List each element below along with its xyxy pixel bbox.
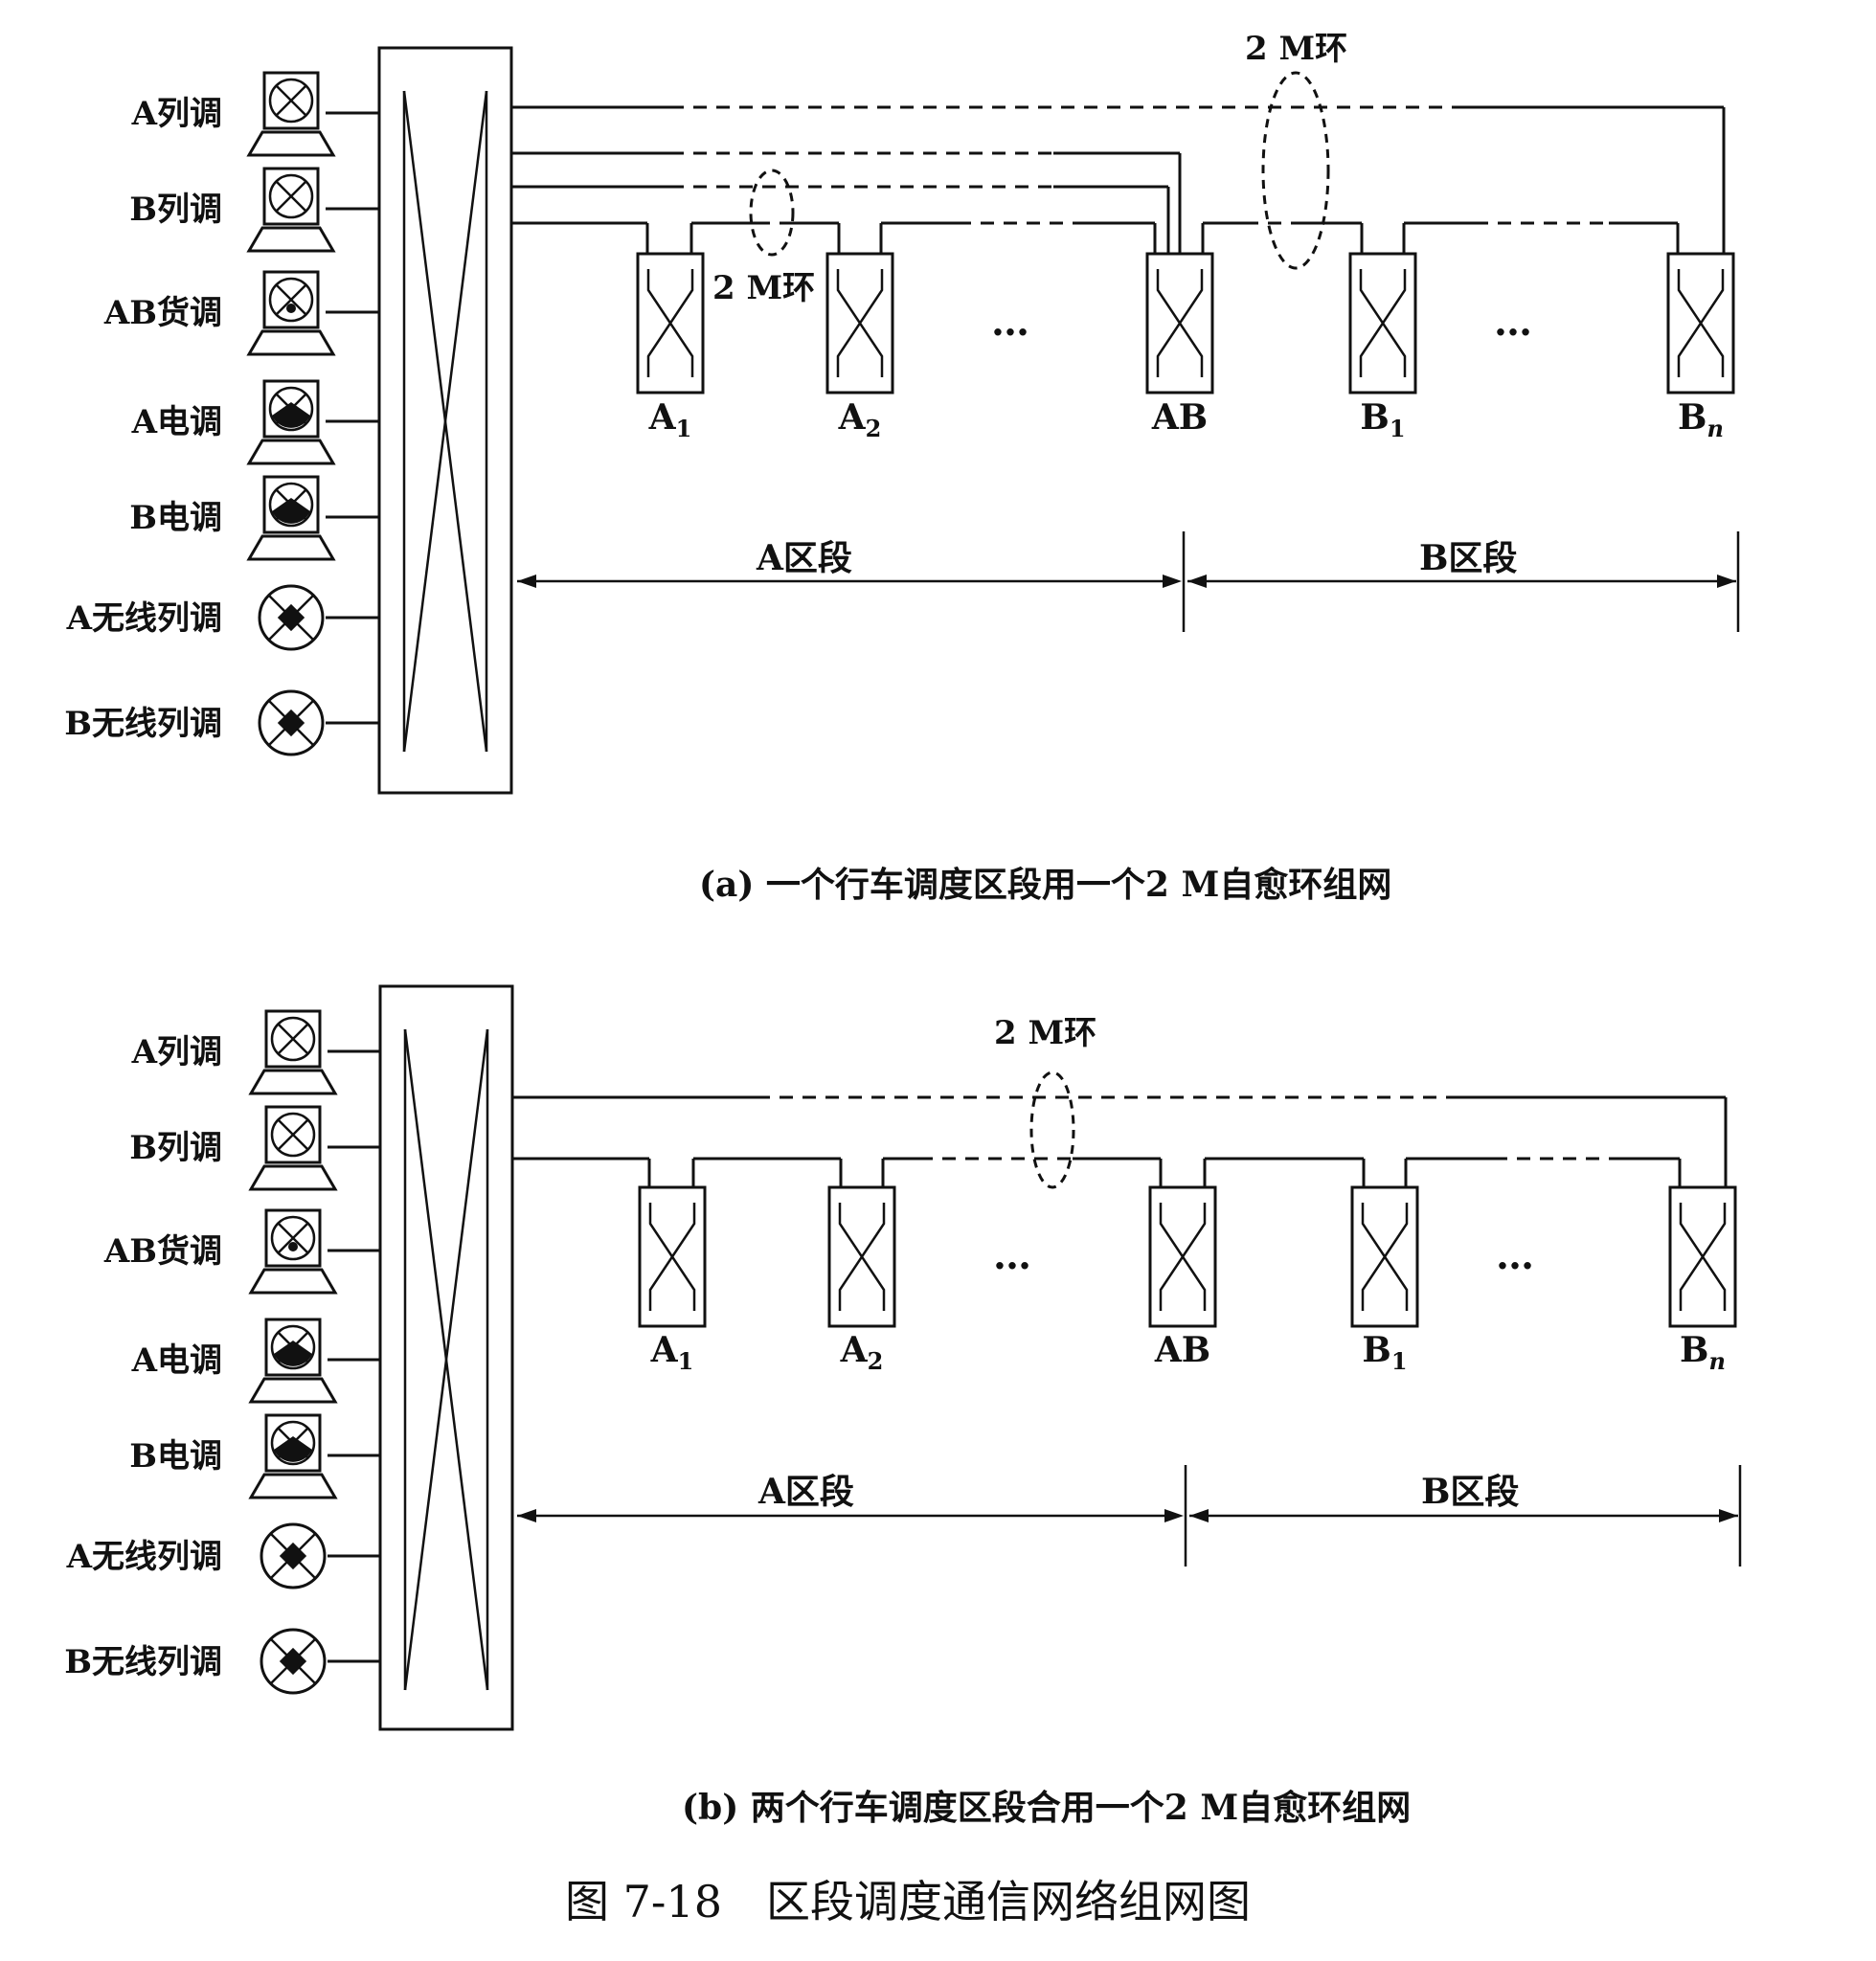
network-node-a2: A2 bbox=[825, 252, 894, 442]
node-label: AB bbox=[1154, 1330, 1210, 1370]
diagram-b: 2 M环 A区段 B区段 (b) 两个行车调度区段合用一个2 M自愈环组网 bbox=[378, 984, 1742, 1828]
segment-label-b-section: B区段 bbox=[1419, 538, 1517, 578]
terminal-1: A列调 bbox=[131, 1009, 380, 1095]
diagram-a-repeated: A列调 B列调 AB货调 A电调 B电调 A无线列调 B无线列调 A1 A2 AB B1 Bn … … bbox=[64, 71, 1735, 756]
computer-terminal-icon bbox=[246, 167, 336, 253]
ellipsis-dots: … bbox=[1494, 300, 1532, 345]
ring-label-large-a: 2 M环 bbox=[1245, 30, 1347, 68]
computer-terminal-filled-icon bbox=[248, 1318, 338, 1404]
network-node-a2: A2 bbox=[827, 1185, 896, 1375]
terminal-label: A电调 bbox=[131, 403, 222, 441]
ring-marker-small-a bbox=[749, 169, 795, 257]
dispatch-switch-b bbox=[378, 984, 514, 1731]
segment-label-a-section: A区段 bbox=[757, 1472, 854, 1512]
terminal-label: B无线列调 bbox=[64, 1643, 222, 1681]
terminal-3: AB货调 bbox=[103, 1208, 380, 1295]
terminal-3: AB货调 bbox=[103, 270, 379, 356]
terminal-label: A电调 bbox=[131, 1341, 222, 1380]
figure-title: 图 7-18 区段调度通信网络组网图 bbox=[565, 1876, 1251, 1927]
radio-wheel-icon bbox=[260, 1628, 327, 1695]
network-node-b1: B1 bbox=[1348, 252, 1417, 442]
network-node-bn: Bn bbox=[1666, 252, 1735, 442]
terminal-label: B无线列调 bbox=[64, 705, 222, 743]
terminal-4: A电调 bbox=[131, 1318, 380, 1404]
terminal-label: AB货调 bbox=[103, 294, 222, 332]
ring-lines-a bbox=[511, 105, 1726, 254]
terminal-label: AB货调 bbox=[103, 1232, 222, 1271]
terminal-5: B电调 bbox=[129, 475, 379, 561]
ring-label-b: 2 M环 bbox=[994, 1014, 1096, 1052]
terminal-label: B电调 bbox=[129, 499, 222, 537]
caption-b: (b) 两个行车调度区段合用一个2 M自愈环组网 bbox=[682, 1788, 1411, 1828]
ellipsis-dots: … bbox=[1496, 1233, 1534, 1278]
terminal-4: A电调 bbox=[131, 379, 379, 465]
terminal-2: B列调 bbox=[129, 1105, 380, 1191]
ring-lines-b bbox=[512, 1095, 1728, 1187]
network-node-a1: A1 bbox=[638, 1185, 707, 1375]
terminal-7: B无线列调 bbox=[64, 689, 379, 756]
computer-terminal-filled-icon bbox=[246, 475, 336, 561]
computer-terminal-icon bbox=[248, 1105, 338, 1191]
terminal-6: A无线列调 bbox=[66, 1522, 380, 1589]
diagram-a: 2 M环 2 M环 A区段 B区段 (a) 一个行车调度区段用一个2 M自愈环组… bbox=[377, 30, 1740, 905]
terminal-label: A列调 bbox=[131, 1033, 222, 1071]
node-label: A1 bbox=[650, 1330, 694, 1375]
terminal-label: B列调 bbox=[129, 191, 222, 229]
ring-marker-b bbox=[1029, 1071, 1075, 1189]
node-label: A2 bbox=[840, 1330, 884, 1375]
terminal-label: B电调 bbox=[129, 1437, 222, 1476]
section-dimensions-b bbox=[517, 1465, 1742, 1567]
network-node-ab: AB bbox=[1145, 252, 1214, 438]
terminal-6: A无线列调 bbox=[66, 584, 379, 651]
caption-a: (a) 一个行车调度区段用一个2 M自愈环组网 bbox=[699, 865, 1391, 905]
terminal-label: A无线列调 bbox=[66, 1538, 222, 1576]
section-dimensions-a bbox=[517, 531, 1740, 632]
radio-wheel-icon bbox=[260, 1522, 327, 1589]
terminal-7: B无线列调 bbox=[64, 1628, 380, 1695]
terminal-2: B列调 bbox=[129, 167, 379, 253]
node-label: A2 bbox=[838, 397, 882, 442]
node-label: B1 bbox=[1362, 1330, 1407, 1375]
computer-terminal-dot-icon bbox=[248, 1208, 338, 1295]
network-node-b1: B1 bbox=[1350, 1185, 1419, 1375]
node-label: B1 bbox=[1360, 397, 1405, 442]
ellipsis-dots: … bbox=[993, 1233, 1031, 1278]
ring-label-small-a: 2 M环 bbox=[712, 269, 815, 307]
dispatch-switch-a bbox=[377, 46, 513, 795]
ellipsis-dots: … bbox=[991, 300, 1029, 345]
terminal-label: A无线列调 bbox=[66, 599, 222, 638]
computer-terminal-filled-icon bbox=[248, 1413, 338, 1499]
terminal-label: A列调 bbox=[131, 95, 222, 133]
ring-marker-large-a bbox=[1261, 71, 1330, 270]
terminal-label: B列调 bbox=[129, 1129, 222, 1167]
computer-terminal-filled-icon bbox=[246, 379, 336, 465]
network-node-bn: Bn bbox=[1668, 1185, 1737, 1375]
computer-terminal-dot-icon bbox=[246, 270, 336, 356]
network-node-a1: A1 bbox=[636, 252, 705, 442]
computer-terminal-icon bbox=[248, 1009, 338, 1095]
radio-wheel-icon bbox=[258, 584, 325, 651]
segment-label-a-section: A区段 bbox=[756, 538, 852, 578]
network-node-ab: AB bbox=[1148, 1185, 1217, 1370]
node-label: AB bbox=[1151, 397, 1208, 438]
terminal-1: A列调 bbox=[131, 71, 379, 157]
node-label: A1 bbox=[648, 397, 692, 442]
diagram-b-repeated: A列调 B列调 AB货调 A电调 B电调 A无线列调 B无线列调 A1 A2 AB B1 Bn … … bbox=[64, 1009, 1737, 1695]
node-label: Bn bbox=[1680, 1330, 1726, 1375]
radio-wheel-icon bbox=[258, 689, 325, 756]
segment-label-b-section: B区段 bbox=[1421, 1472, 1519, 1512]
terminal-5: B电调 bbox=[129, 1413, 380, 1499]
computer-terminal-icon bbox=[246, 71, 336, 157]
node-label: Bn bbox=[1678, 397, 1724, 442]
